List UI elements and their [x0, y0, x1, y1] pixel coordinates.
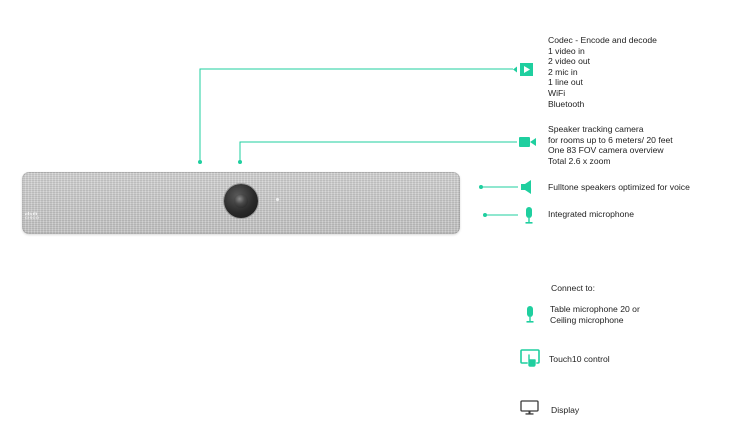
codec-line: 1 video in: [548, 45, 585, 56]
table-microphone-icon: [526, 306, 534, 323]
room-bar-device: [22, 172, 460, 234]
camera-description: Speaker tracking camera for rooms up to …: [548, 124, 673, 166]
codec-callout-dot: [198, 160, 202, 164]
speaker-icon: [521, 180, 531, 194]
speakers-description: Fulltone speakers optimized for voice: [548, 182, 690, 192]
codec-play-icon: [513, 63, 533, 76]
connect-item-table-microphone: Table microphone 20 or Ceiling microphon…: [550, 304, 640, 325]
camera-line: One 83 FOV camera overview: [548, 145, 664, 156]
codec-callout-line: [199, 68, 513, 162]
codec-line: Bluetooth: [548, 98, 585, 109]
camera-line: Speaker tracking camera: [548, 124, 644, 134]
microphone-callout-dot: [483, 213, 487, 217]
speaker-callout-dot: [479, 185, 483, 189]
camera-callout-dot: [238, 160, 242, 164]
connect-title: Connect to:: [551, 283, 595, 293]
touch-control-icon: [520, 349, 540, 368]
connect-item-line: Ceiling microphone: [550, 314, 624, 325]
cisco-logo-icon: [25, 212, 37, 215]
video-camera-icon: [519, 137, 536, 147]
camera-line: Total 2.6 x zoom: [548, 155, 611, 166]
connect-item-display: Display: [551, 405, 579, 416]
status-led: [276, 198, 279, 201]
microphone-icon: [525, 207, 533, 224]
display-icon: [520, 400, 539, 415]
camera-callout-line: [239, 141, 517, 162]
camera-line: for rooms up to 6 meters/ 20 feet: [548, 134, 673, 145]
connect-item-line: Touch10 control: [549, 354, 610, 364]
codec-line: Codec - Encode and decode: [548, 35, 657, 45]
connect-item-line: Display: [551, 405, 580, 415]
codec-line: 2 mic in: [548, 66, 578, 77]
microphone-description: Integrated microphone: [548, 209, 634, 219]
codec-line: WiFi: [548, 87, 566, 98]
camera-lens-center: [234, 194, 248, 208]
connect-item-touch10: Touch10 control: [549, 354, 610, 365]
connect-item-line: Table microphone 20 or: [550, 304, 640, 314]
codec-line: 1 line out: [548, 77, 583, 88]
brand-label: CISCO: [25, 215, 40, 220]
codec-description: Codec - Encode and decode 1 video in 2 v…: [548, 35, 657, 109]
codec-line: 2 video out: [548, 56, 591, 67]
